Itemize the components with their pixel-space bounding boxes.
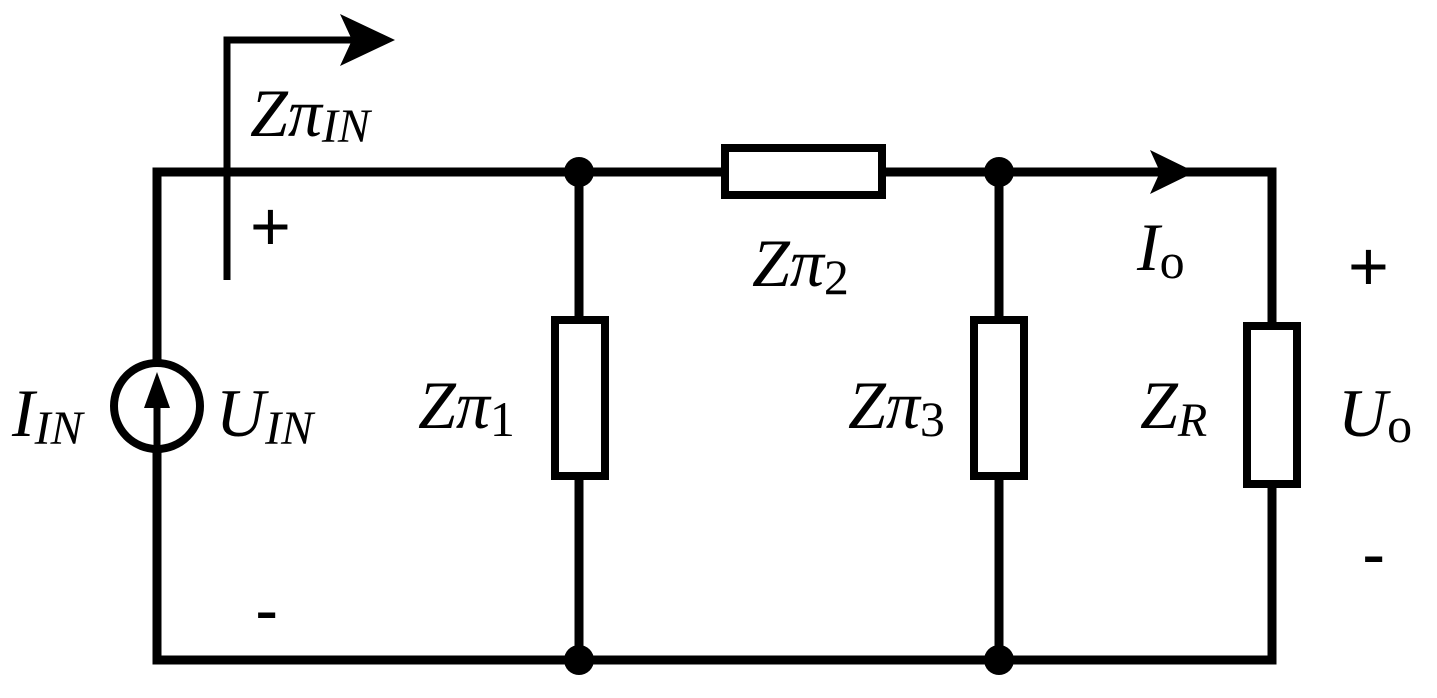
input-impedance-arrow-head — [340, 14, 395, 66]
label-u-o: Uo — [1338, 375, 1412, 453]
node-bottom-2 — [984, 645, 1014, 675]
node-top-2 — [984, 157, 1014, 187]
label-output-minus: - — [1362, 515, 1385, 593]
label-z-r: ZR — [1140, 367, 1207, 447]
node-top-1 — [564, 157, 594, 187]
label-input-minus: - — [255, 571, 278, 649]
input-impedance-arrow-line — [223, 36, 360, 280]
label-z-pi-in: ZπIN — [250, 75, 373, 153]
label-z-pi-2: Zπ2 — [752, 225, 849, 305]
impedance-z-pi-2 — [721, 144, 886, 199]
circuit-wires — [152, 167, 1277, 665]
label-output-plus: + — [1348, 227, 1389, 305]
label-u-in: UIN — [216, 375, 316, 455]
output-current-arrow-icon — [1150, 150, 1195, 194]
impedance-z-pi-1 — [551, 316, 609, 480]
label-z-pi-3: Zπ3 — [848, 367, 945, 447]
current-source — [110, 359, 204, 453]
label-i-o: Io — [1136, 209, 1185, 289]
label-input-plus: + — [250, 187, 291, 265]
impedance-z-pi-3 — [970, 316, 1028, 480]
label-i-in: IIN — [11, 375, 86, 455]
label-z-pi-1: Zπ1 — [418, 367, 515, 447]
impedance-z-r-load — [1243, 322, 1301, 488]
input-impedance-arrow — [223, 14, 395, 280]
node-bottom-1 — [564, 645, 594, 675]
current-source-arrow-head — [144, 372, 170, 408]
